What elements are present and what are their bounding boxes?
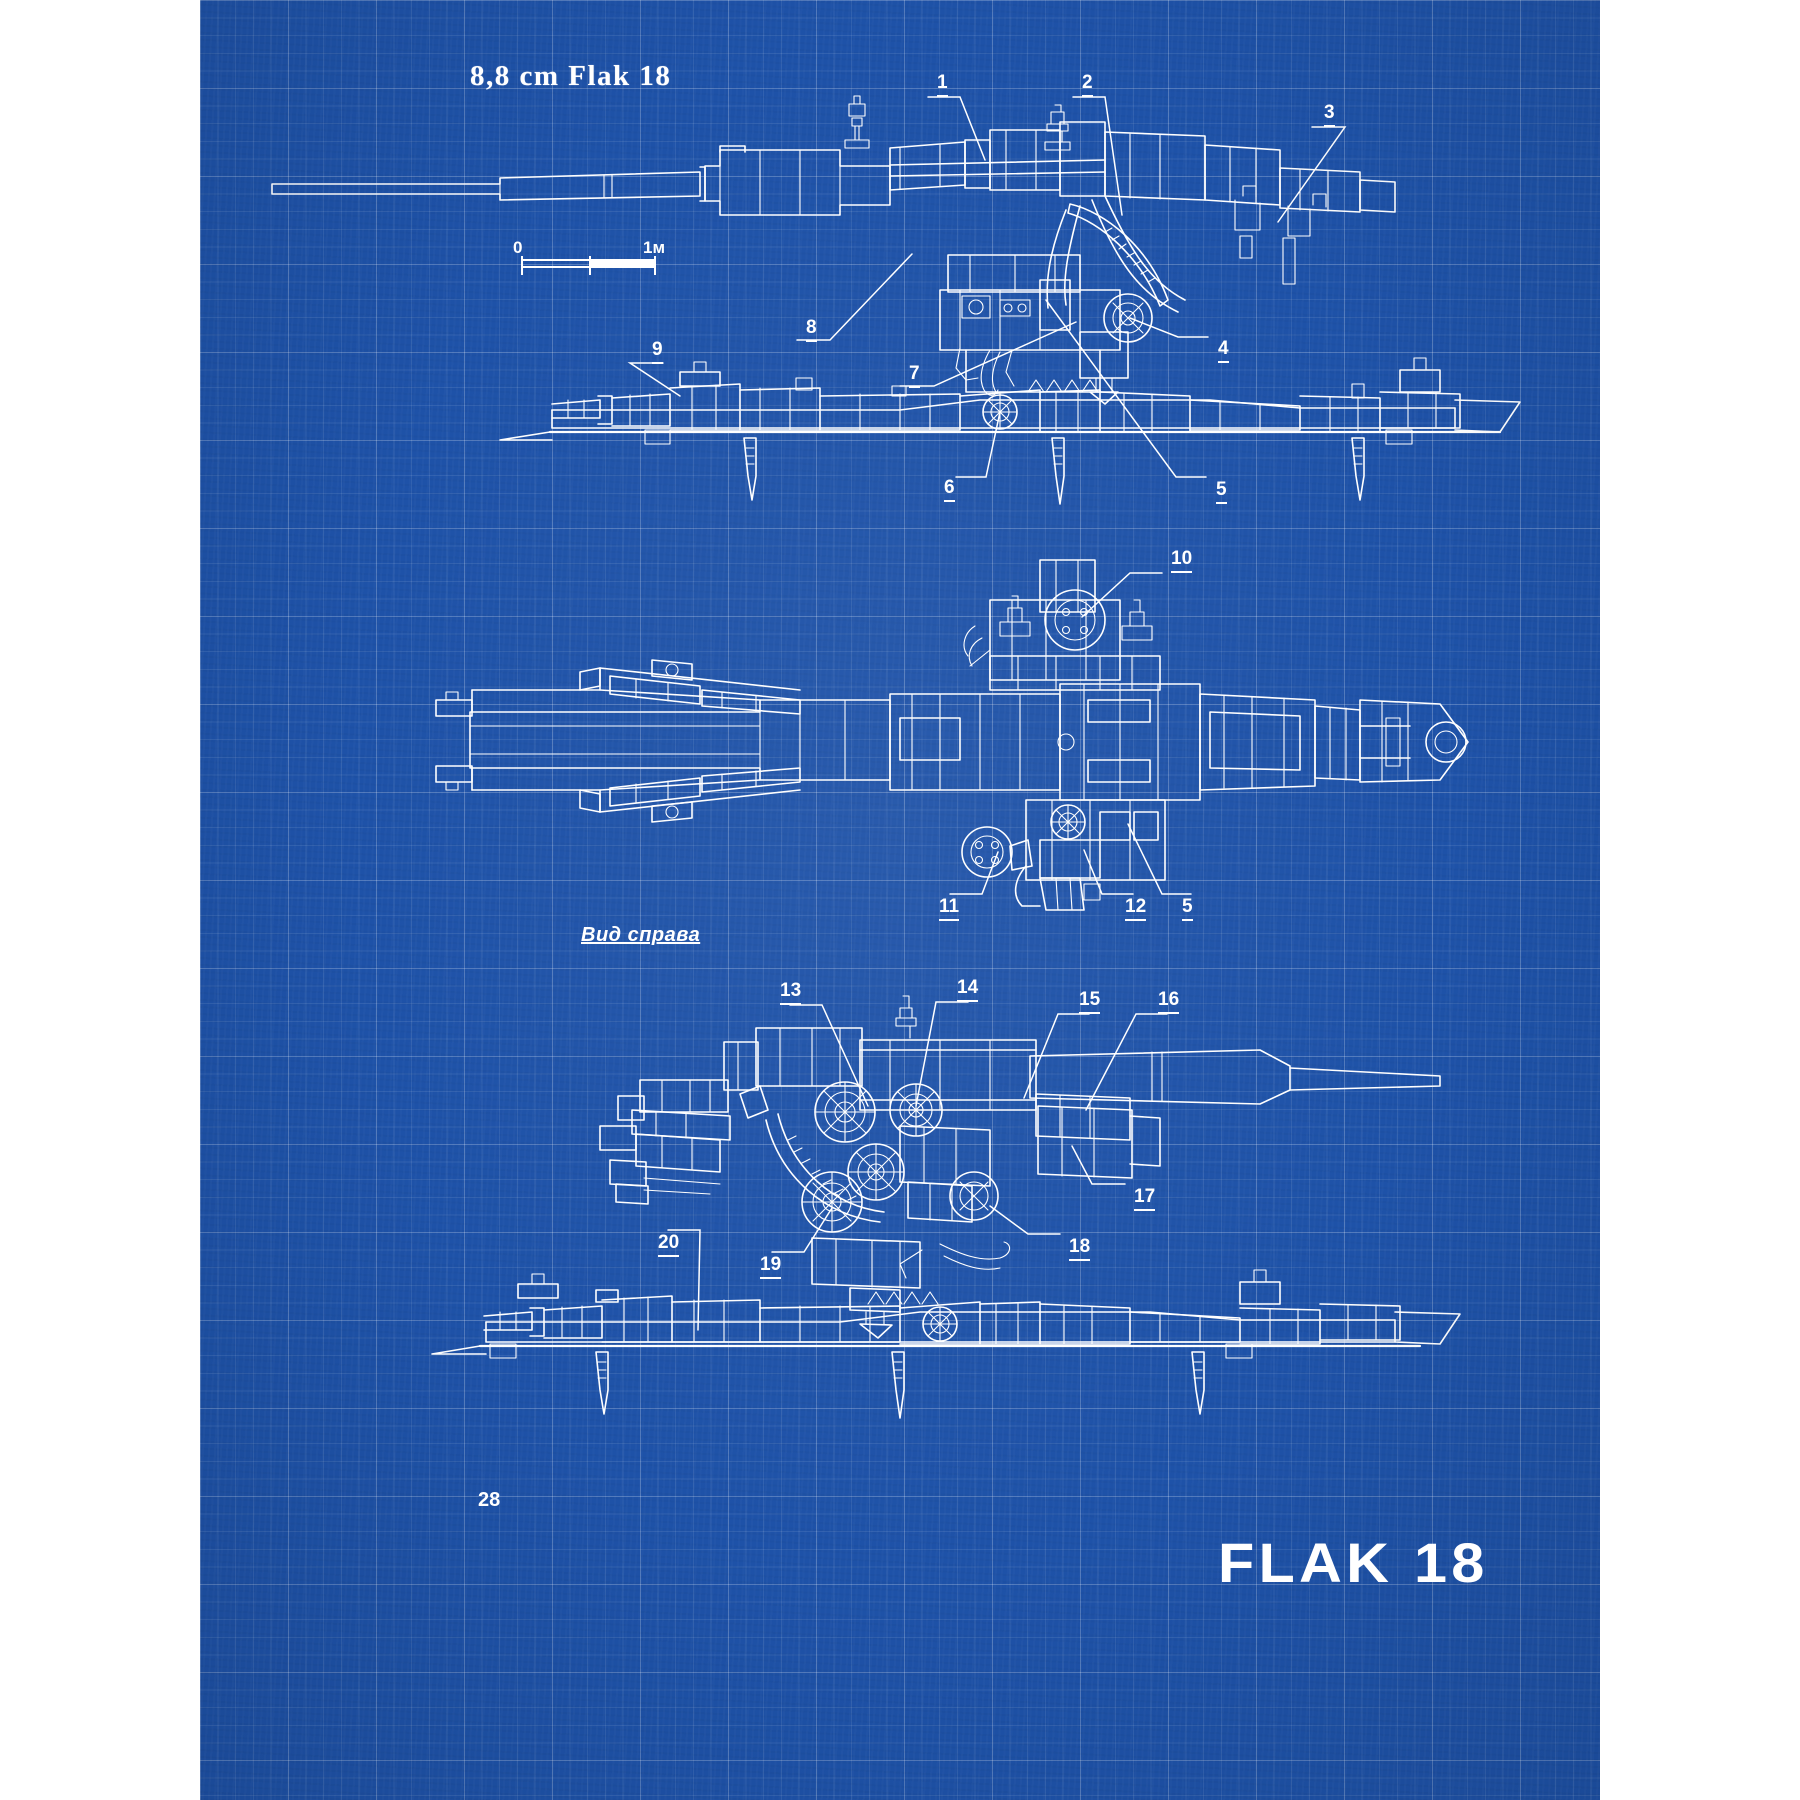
callout-number-6: 6: [944, 478, 955, 502]
callout-number-14: 14: [957, 978, 979, 1002]
scale-bar-filled-half: [588, 261, 654, 266]
scale-end-label: 1м: [643, 238, 666, 257]
scale-bar: [521, 256, 656, 275]
view-label-right-side: Вид справа: [581, 924, 701, 946]
callout-number-3: 3: [1324, 103, 1335, 127]
callout-number-13: 13: [780, 981, 802, 1005]
callout-number-5: 5: [1182, 897, 1193, 921]
grid-major: [200, 0, 1600, 1800]
scale-bar-tick-start: [521, 256, 523, 275]
callout-number-2: 2: [1082, 73, 1093, 97]
page-number: 28: [478, 1489, 501, 1511]
callout-number-5: 5: [1216, 480, 1227, 504]
grid-minor: [200, 0, 1600, 1800]
callout-number-18: 18: [1069, 1237, 1091, 1261]
sheet-vignette: [200, 0, 1600, 1800]
callout-number-8: 8: [806, 318, 817, 342]
callout-number-12: 12: [1125, 897, 1147, 921]
callout-number-4: 4: [1218, 339, 1229, 363]
scale-bar-tick-mid: [588, 256, 591, 275]
callout-number-20: 20: [658, 1233, 680, 1257]
scale-bar-tick-end: [654, 256, 656, 275]
callout-number-15: 15: [1079, 990, 1101, 1014]
blueprint-sheet: 8,8 cm Flak 18 0 1м Вид справа 28 FLAK 1…: [200, 0, 1600, 1800]
callout-number-16: 16: [1158, 990, 1180, 1014]
callout-number-9: 9: [652, 340, 663, 364]
scale-start-label: 0: [513, 238, 523, 257]
callout-number-11: 11: [939, 897, 960, 921]
flak-18-logo: FLAK 18: [1218, 1531, 1489, 1594]
callout-number-1: 1: [937, 73, 948, 97]
view-2-plan: [436, 560, 1468, 910]
technical-drawing: [200, 0, 1600, 1800]
callout-number-17: 17: [1134, 1187, 1156, 1211]
callout-number-7: 7: [909, 364, 920, 388]
view-3-left-elevation: [432, 996, 1460, 1418]
paper-texture: [200, 0, 1600, 1800]
page-title: 8,8 cm Flak 18: [470, 60, 672, 92]
callout-number-10: 10: [1171, 549, 1193, 573]
callout-leaders: [630, 97, 1345, 1330]
callout-number-19: 19: [760, 1255, 782, 1279]
